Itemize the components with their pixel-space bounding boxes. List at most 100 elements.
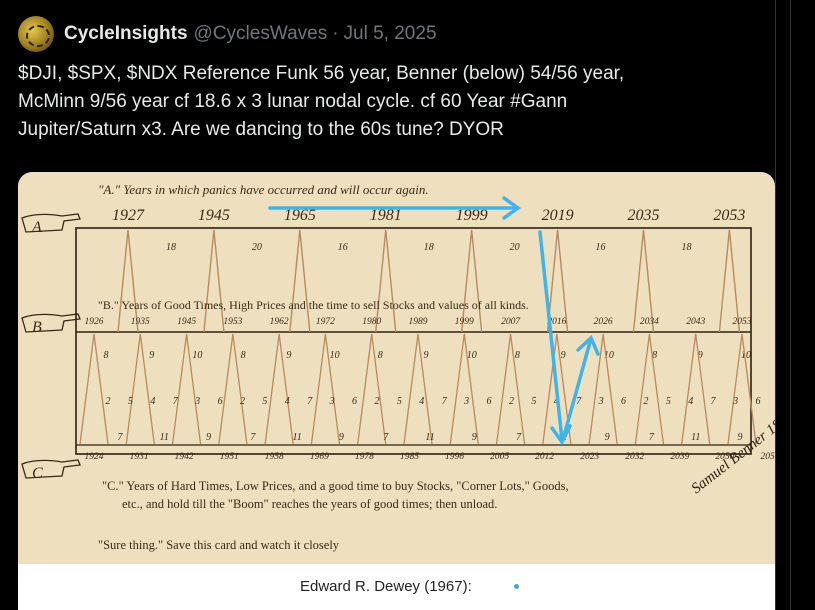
row-c-year: 1978 xyxy=(355,452,374,462)
arrow-up-2026 xyxy=(562,340,592,438)
chart-frame xyxy=(75,227,752,455)
row-mid-number: 6 xyxy=(487,396,492,407)
row-b-gap: 8 xyxy=(104,350,109,361)
row-low-number: 7 xyxy=(516,432,522,443)
tweet-media-image[interactable]: "A." Years in which panics have occurred… xyxy=(18,172,775,610)
row-a-gap: 18 xyxy=(681,242,691,253)
row-c-year: 2023 xyxy=(580,452,599,462)
row-b-gap: 8 xyxy=(241,350,246,361)
image-caption: Edward R. Dewey (1967): xyxy=(300,578,472,595)
row-b-year: 2043 xyxy=(686,317,705,327)
cycle-triangle-top xyxy=(718,229,741,333)
cycle-triangle-top xyxy=(546,229,569,333)
row-mid-number: 3 xyxy=(194,396,200,407)
row-b-gap: 10 xyxy=(467,350,477,361)
cycle-triangle-bottom xyxy=(449,333,479,445)
row-b-year: 1972 xyxy=(316,317,335,327)
row-b-year: 2026 xyxy=(594,317,613,327)
benner-chart-card: "A." Years in which panics have occurred… xyxy=(18,172,775,564)
title-c-line2: etc., and hold till the "Boom" reaches t… xyxy=(122,497,497,511)
row-c-year: 1951 xyxy=(220,452,239,462)
row-c-year: 2039 xyxy=(670,452,689,462)
cycle-triangle-bottom xyxy=(634,333,665,445)
row-mid-number: 5 xyxy=(128,396,133,407)
sure-thing-note: "Sure thing." Save this card and watch i… xyxy=(98,538,340,552)
row-b-gap: 8 xyxy=(652,350,657,361)
row-a-year: 1965 xyxy=(284,207,316,224)
row-a-gap: 16 xyxy=(596,242,606,253)
row-a-gap: 16 xyxy=(338,242,348,253)
row-low-number: 9 xyxy=(206,432,211,443)
row-low-number: 9 xyxy=(605,432,610,443)
row-mid-number: 3 xyxy=(463,396,469,407)
row-mid-number: 3 xyxy=(329,396,335,407)
row-c-year: 2059 xyxy=(761,452,776,462)
image-caption-bar: Edward R. Dewey (1967): xyxy=(18,564,775,610)
row-b-year: 1945 xyxy=(177,317,196,327)
row-b-gap: 10 xyxy=(604,350,614,361)
row-c-year: 2032 xyxy=(625,452,644,462)
row-a-gap: 20 xyxy=(252,242,262,253)
row-b-year: 1926 xyxy=(85,317,104,327)
cycle-triangle-top xyxy=(460,229,483,333)
row-a-year: 1981 xyxy=(370,207,402,224)
row-a-year: 2019 xyxy=(542,207,574,224)
title-b: "B." Years of Good Times, High Prices an… xyxy=(98,298,529,312)
cycle-triangle-bottom xyxy=(310,333,341,445)
row-b-year: 2007 xyxy=(501,317,521,327)
row-mid-number: 2 xyxy=(509,396,514,407)
row-mid-number: 4 xyxy=(688,396,693,407)
row-b-gap: 10 xyxy=(330,350,340,361)
hand-b-icon: B xyxy=(21,313,81,336)
annotation-arrows xyxy=(268,196,600,446)
cycle-triangle-bottom xyxy=(79,333,109,445)
row-mid-number: 2 xyxy=(643,396,648,407)
row-b-gap: 9 xyxy=(149,350,154,361)
row-c-year: 1985 xyxy=(400,452,419,462)
row-b-gap: 8 xyxy=(378,350,383,361)
tweet[interactable]: CycleInsights @CyclesWaves · Jul 5, 2025… xyxy=(0,0,790,610)
row-a-gap: 18 xyxy=(166,242,176,253)
cycle-triangle-bottom xyxy=(542,333,572,445)
row-mid-number: 6 xyxy=(218,396,223,407)
row-mid-number: 2 xyxy=(374,396,379,407)
row-a-year: 2053 xyxy=(713,207,745,224)
cycle-triangle-top xyxy=(632,229,655,333)
row-a-year: 2035 xyxy=(627,207,659,224)
row-low-number: 7 xyxy=(649,432,655,443)
row-low-number: 9 xyxy=(472,432,477,443)
row-low-number: 9 xyxy=(339,432,344,443)
hand-label-b: B xyxy=(32,319,42,336)
cycle-triangle-top xyxy=(117,229,139,333)
display-name[interactable]: CycleInsights xyxy=(64,23,188,44)
cycle-triangle-top xyxy=(203,229,225,333)
cycle-triangle-top xyxy=(375,229,397,333)
row-mid-number: 7 xyxy=(173,396,179,407)
tweet-date[interactable]: Jul 5, 2025 xyxy=(343,23,437,44)
tweet-text-line: Jupiter/Saturn x3. Are we dancing to the… xyxy=(18,119,504,140)
hand-a-icon: A xyxy=(21,213,81,236)
cycle-triangle-bottom xyxy=(218,333,248,445)
avatar[interactable] xyxy=(18,16,54,52)
row-low-number: 11 xyxy=(293,432,302,443)
row-mid-number: 7 xyxy=(711,396,717,407)
separator-dot: · xyxy=(332,23,339,44)
cycle-triangle-bottom xyxy=(357,333,387,445)
row-b-year: 1953 xyxy=(223,317,242,327)
row-b-year: 2016 xyxy=(547,317,566,327)
row-mid-number: 2 xyxy=(240,396,245,407)
row-mid-number: 4 xyxy=(285,396,290,407)
row-low-number: 7 xyxy=(118,432,124,443)
row-low-number: 7 xyxy=(383,432,389,443)
row-a-gap: 18 xyxy=(424,242,434,253)
row-b-gap: 9 xyxy=(698,350,703,361)
row-mid-number: 5 xyxy=(262,396,267,407)
row-a-year: 1927 xyxy=(112,207,145,224)
row-mid-number: 7 xyxy=(576,396,582,407)
column-divider xyxy=(775,0,776,610)
row-mid-number: 4 xyxy=(150,396,155,407)
tweet-text-line: $DJI, $SPX, $NDX Reference Funk 56 year,… xyxy=(18,63,625,84)
row-b-gap: 9 xyxy=(286,350,291,361)
row-mid-number: 3 xyxy=(598,396,604,407)
handle[interactable]: @CyclesWaves xyxy=(193,23,328,44)
